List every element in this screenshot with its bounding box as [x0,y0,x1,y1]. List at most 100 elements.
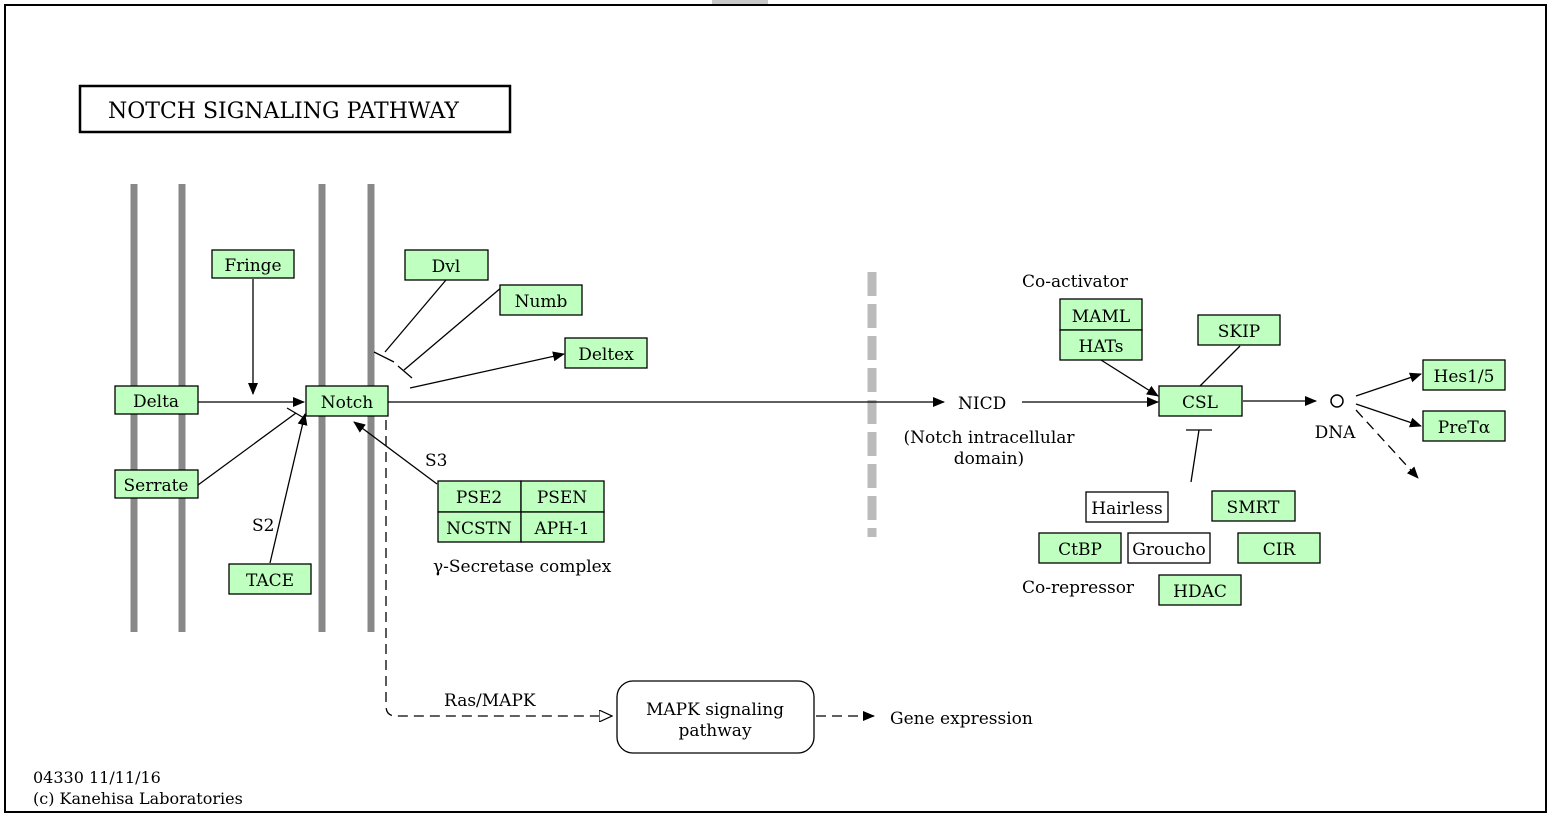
gene-deltex[interactable]: Deltex [564,337,648,369]
node-box [499,284,583,316]
edge-corepressor-csl [1190,429,1200,483]
gene-serrate[interactable]: Serrate [114,469,199,499]
map-id-label: 04330 11/11/16 [33,768,161,787]
coactivator-label: Co-activator [1022,272,1129,292]
node-label: Delta [133,392,179,412]
node-label: SKIP [1218,322,1261,342]
gene-maml[interactable]: MAML [1059,298,1143,331]
gene-tace[interactable]: TACE [228,563,312,595]
copyright-label: (c) Kanehisa Laboratories [33,789,243,808]
node-label: NCSTN [446,519,512,539]
node-box [1197,314,1281,346]
edge-serrate-notch [197,412,297,486]
ras-mapk-label: Ras/MAPK [444,691,536,711]
node-label: HDAC [1173,582,1227,602]
gene-cir[interactable]: CIR [1237,532,1321,564]
labels: S2 S3 γ-Secretase complex NICD (Notch in… [33,272,1356,808]
gene-numb[interactable]: Numb [499,284,583,316]
gene-expression-label: Gene expression [890,709,1033,729]
node-label: CSL [1182,393,1218,413]
node-label: APH-1 [533,519,589,539]
gene-pse2[interactable]: PSE2 [437,480,522,513]
gene-csl[interactable]: CSL [1158,385,1243,417]
node-box [437,480,522,513]
gene-ncstn[interactable]: NCSTN [437,511,522,543]
node-box [228,563,312,595]
dna-node-icon [1330,394,1344,408]
edge-dvl [384,279,447,353]
node-label: HATs [1079,337,1124,357]
gene-notch[interactable]: Notch [305,385,389,417]
node-box [1059,329,1143,361]
node-box [1237,532,1321,564]
dna-label: DNA [1315,423,1357,443]
edge-skip-csl [1199,345,1241,387]
gene-smrt[interactable]: SMRT [1211,490,1296,522]
diagram-frame [4,4,1547,813]
node-label: MAML [1072,307,1130,327]
mapk-signaling-pathway-link[interactable]: MAPK signaling pathway [616,680,815,754]
title-box: NOTCH SIGNALING PATHWAY [78,84,512,134]
node-label: CtBP [1058,540,1102,560]
node-box [520,480,605,513]
inhibit-bar [286,407,305,419]
page-title: NOTCH SIGNALING PATHWAY [108,99,459,124]
gene-pretalpha[interactable]: PreTα [1422,410,1506,442]
edge-tace-notch [269,413,308,564]
edges [197,279,1422,716]
gene-aph1[interactable]: APH-1 [520,511,605,543]
node-box [114,469,199,499]
gene-psen[interactable]: PSEN [520,480,605,513]
s2-label: S2 [252,516,274,536]
gene-hats[interactable]: HATs [1059,329,1143,361]
gamma-secretase-label: γ-Secretase complex [433,557,612,577]
inhibit-bar [373,351,395,363]
gene-hes[interactable]: Hes1/5 [1422,359,1506,391]
gene-skip[interactable]: SKIP [1197,314,1281,346]
node-label: Notch [321,393,373,413]
node-box [1038,532,1122,564]
top-tab-marker [712,0,768,5]
node-label: TACE [246,571,294,591]
node-box [1422,410,1506,442]
edge-coactivator-csl [1100,359,1159,397]
edge-ras-mapk [385,420,612,716]
node-label: pathway [678,721,751,741]
node-box [520,511,605,543]
edge-notch-deltex [409,351,565,389]
edge-secretase-notch [353,421,438,485]
node-label: CIR [1263,540,1297,560]
node-label: PSEN [537,488,587,508]
edge-numb [403,286,503,371]
gene-hairless[interactable]: Hairless [1085,491,1169,523]
node-box [437,511,522,543]
node-label: Groucho [1132,540,1206,560]
nicd-full-label: (Notch intracellular [903,428,1075,448]
node-box [305,385,389,417]
node-box [1059,298,1143,331]
node-label: Dvl [432,257,461,277]
gene-fringe[interactable]: Fringe [211,249,295,279]
node-box [1085,491,1169,523]
gene-ctbp[interactable]: CtBP [1038,532,1122,564]
inhibit-bar [397,365,413,379]
node-box [1158,385,1243,417]
node-label: PreTα [1438,418,1491,438]
node-label: Serrate [124,476,189,496]
node-box [1211,490,1296,522]
gene-hdac[interactable]: HDAC [1158,574,1242,606]
gene-dvl[interactable]: Dvl [404,249,489,281]
gene-delta[interactable]: Delta [114,385,199,415]
node-label: Deltex [578,345,634,365]
node-box [1158,574,1242,606]
node-label: MAPK signaling [646,700,784,720]
nicd-full-label-2: domain) [954,449,1024,469]
node-box [1422,359,1506,391]
s3-label: S3 [425,451,447,471]
gene-groucho[interactable]: Groucho [1127,532,1211,564]
node-box [1127,532,1211,564]
edge-dna-other [1355,409,1419,479]
node-label: Hairless [1091,499,1162,519]
corepressor-label: Co-repressor [1022,578,1135,598]
node-box [211,249,295,279]
